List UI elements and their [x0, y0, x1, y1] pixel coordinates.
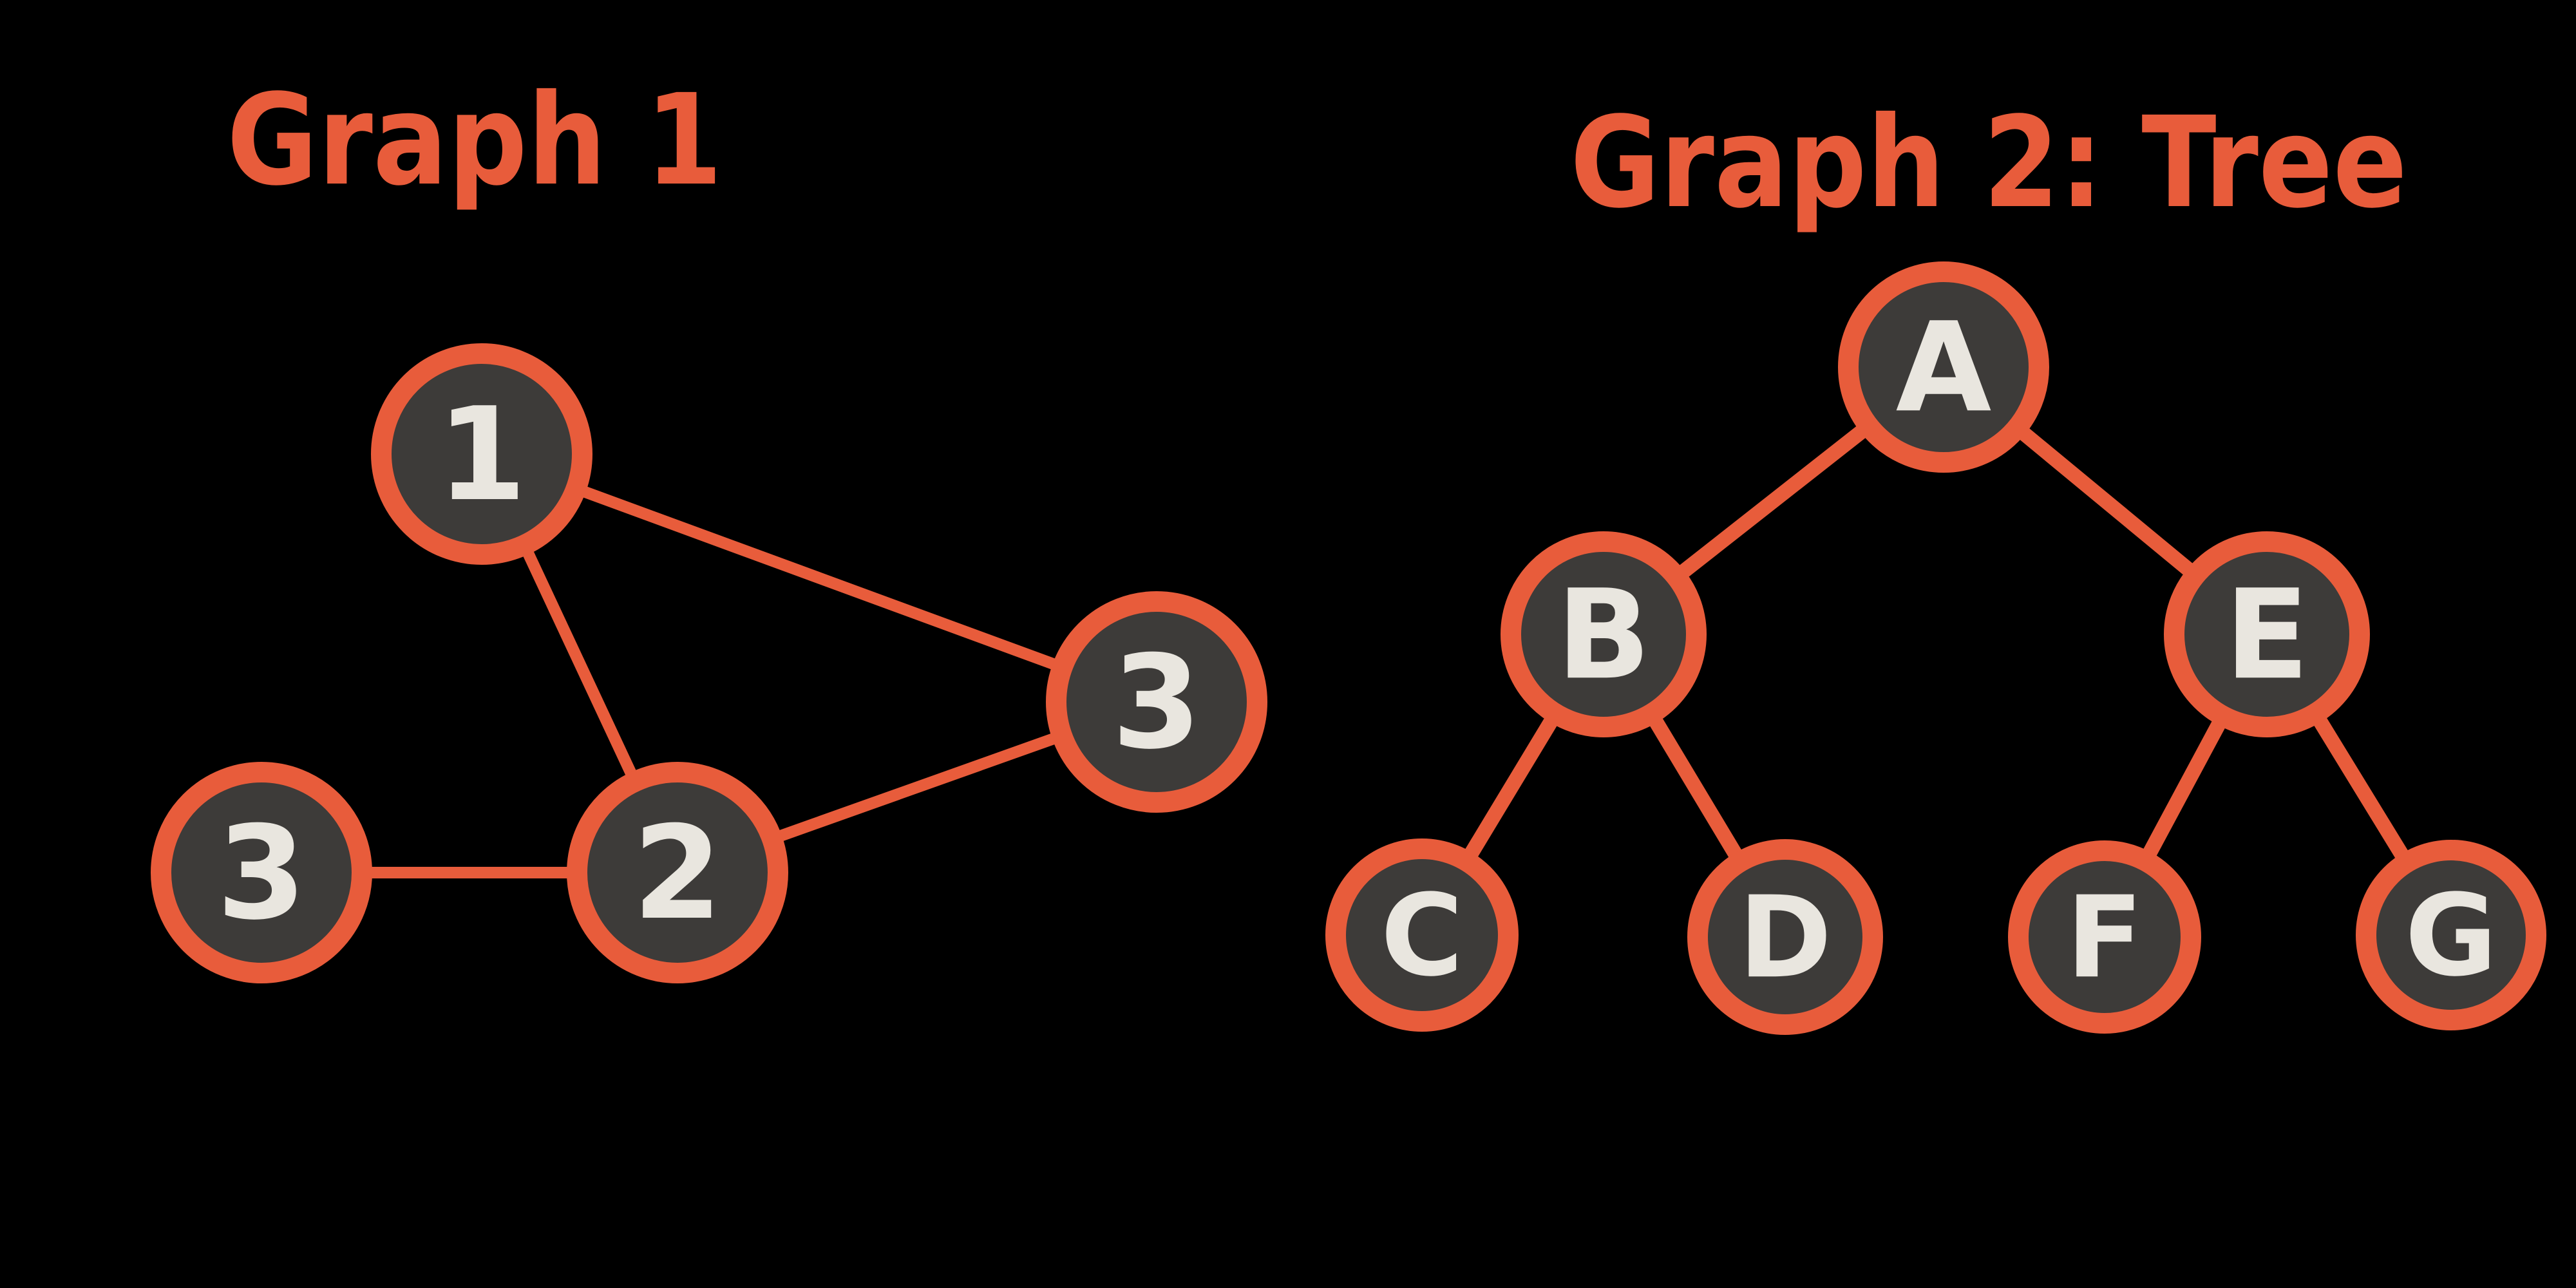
node-F-label: F: [2066, 873, 2143, 1003]
graph-1-title: Graph 1: [227, 67, 723, 213]
node-G: [2356, 840, 2546, 1030]
node-E: [2164, 531, 2370, 737]
node-D: [1687, 839, 1883, 1035]
node-F: [2008, 840, 2201, 1034]
node-D-label: D: [1738, 873, 1832, 1003]
node-n2-label: 2: [632, 799, 722, 949]
node-A-label: A: [1896, 296, 1992, 440]
node-n3b-label: 3: [216, 799, 306, 949]
node-n3b: [151, 762, 372, 983]
node-B: [1501, 531, 1707, 737]
graph-2: A B E C D F G: [1325, 261, 2546, 1035]
node-G-label: G: [2405, 871, 2497, 1001]
node-B-label: B: [1557, 564, 1651, 707]
node-E-label: E: [2224, 564, 2309, 707]
node-n1: [371, 343, 592, 565]
node-n3a-label: 3: [1112, 628, 1201, 778]
graph-2-title: Graph 2: Tree: [1570, 90, 2407, 236]
node-n3a: [1046, 591, 1267, 813]
edge-n1-n3a: [479, 448, 1159, 708]
node-A: [1838, 261, 2049, 473]
node-n1-label: 1: [437, 380, 526, 530]
node-C-label: C: [1381, 871, 1463, 1001]
node-n2: [567, 762, 788, 983]
node-C: [1325, 838, 1519, 1032]
graph-1: 1 2 3 3: [151, 343, 1267, 983]
